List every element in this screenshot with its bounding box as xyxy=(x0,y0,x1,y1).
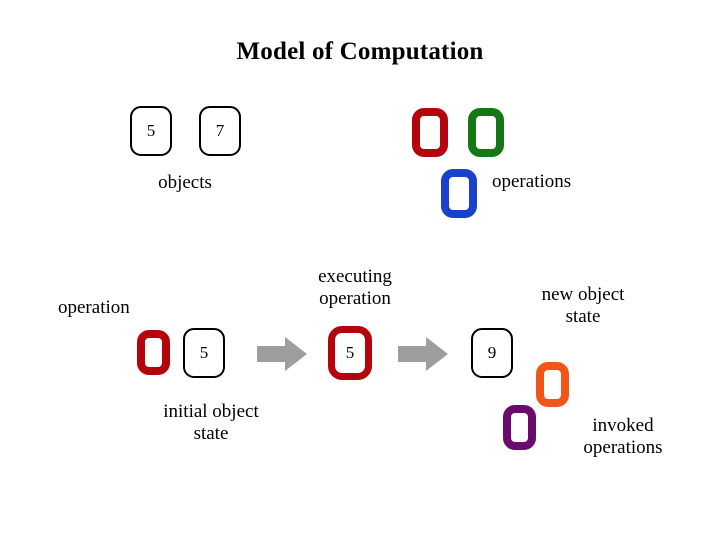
flow-arrow-1-icon xyxy=(257,336,307,372)
invoked-operation-oval-orange xyxy=(536,362,569,407)
legend-operation-oval-red xyxy=(412,108,448,157)
initial-object-state-label: initial object state xyxy=(163,401,259,444)
invoked-operations-label: invoked operations xyxy=(583,415,663,458)
pending-operation-oval xyxy=(137,330,170,375)
legend-objects-label: objects xyxy=(158,172,212,193)
legend-operations-label: operations xyxy=(492,171,572,192)
legend-object-value-1: 5 xyxy=(146,121,156,140)
legend-operation-oval-blue xyxy=(441,169,477,218)
initial-object-box: 5 xyxy=(183,328,225,378)
executing-operation-value: 5 xyxy=(345,343,355,362)
new-object-box: 9 xyxy=(471,328,513,378)
legend-object-box-2: 7 xyxy=(199,106,241,156)
initial-object-value: 5 xyxy=(199,343,209,362)
new-object-state-label: new object state xyxy=(541,284,625,327)
new-object-value: 9 xyxy=(487,343,497,362)
page-title: Model of Computation xyxy=(236,38,484,65)
legend-object-box-1: 5 xyxy=(130,106,172,156)
executing-operation-label: executing operation xyxy=(318,266,392,309)
invoked-operation-oval-purple xyxy=(503,405,536,450)
executing-operation-box: 5 xyxy=(328,326,372,380)
legend-operation-oval-green xyxy=(468,108,504,157)
flow-arrow-2-icon xyxy=(398,336,448,372)
operation-label: operation xyxy=(58,297,130,318)
legend-object-value-2: 7 xyxy=(215,121,225,140)
